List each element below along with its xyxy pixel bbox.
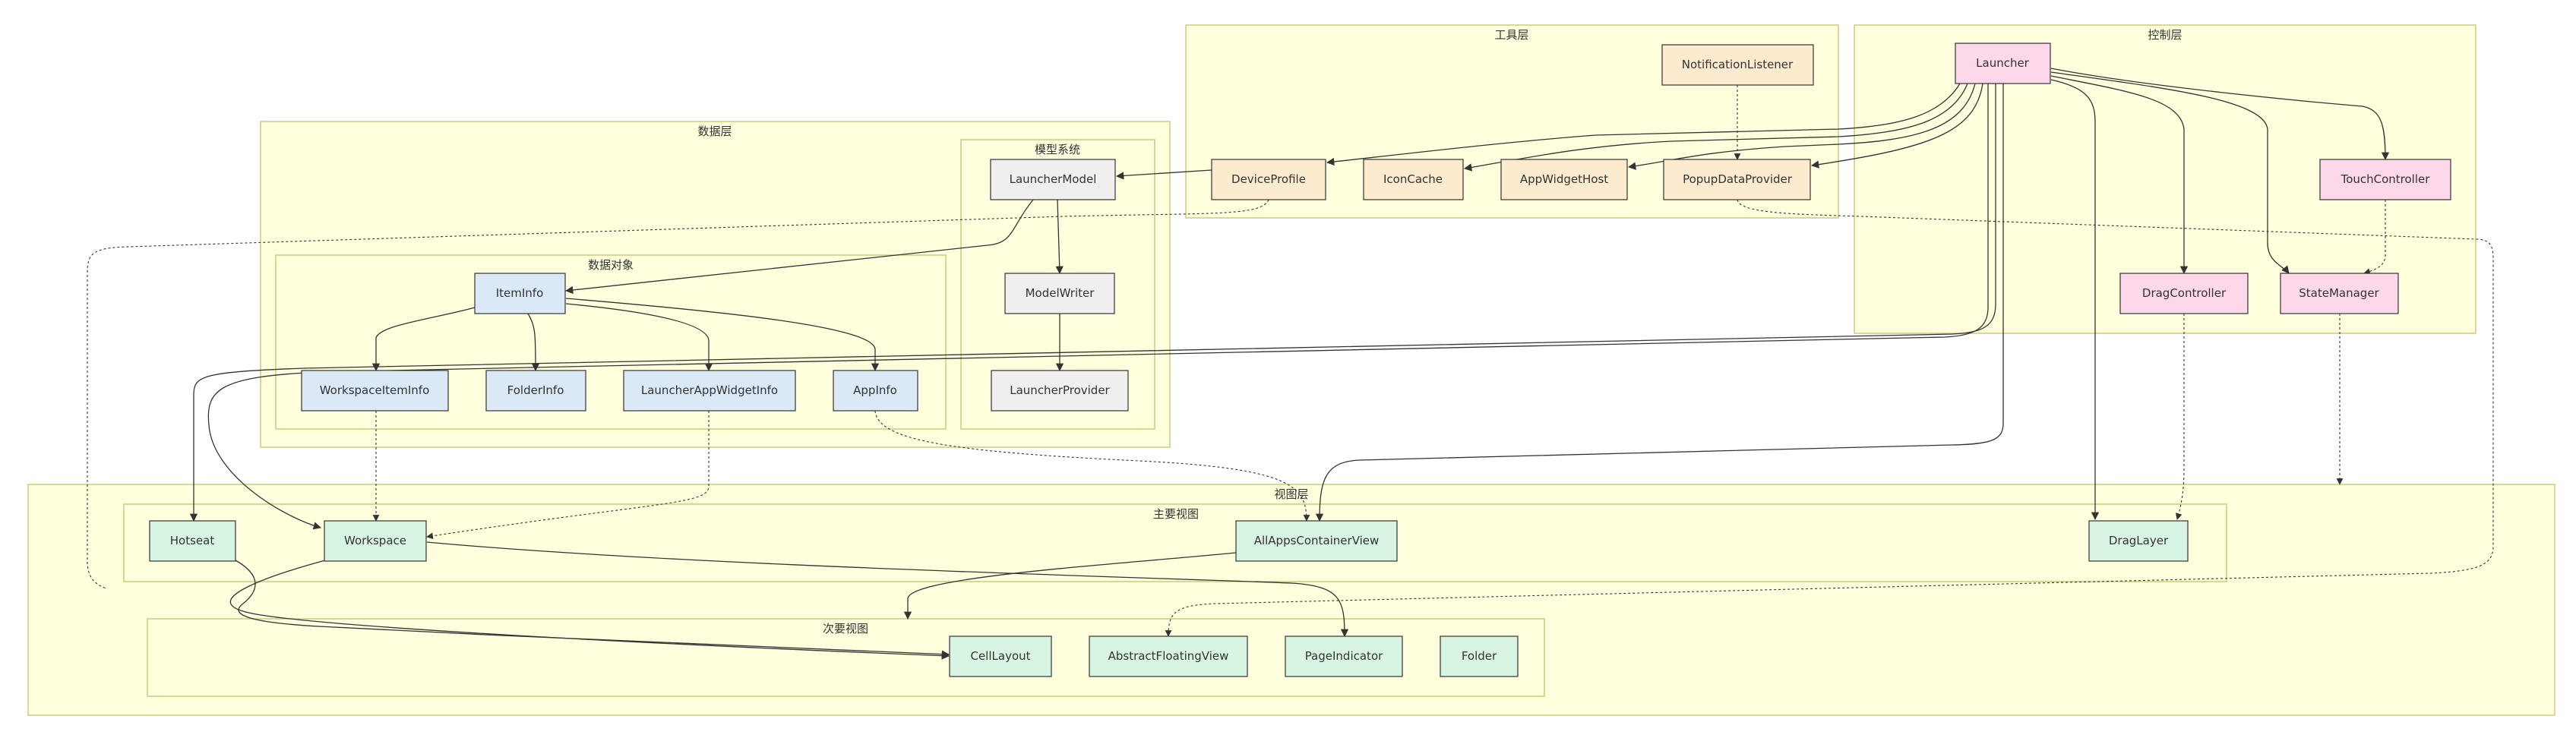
edge-deviceprofile-launchermodel	[1115, 169, 1212, 180]
node-launcher-model[interactable]: LauncherModel	[990, 159, 1116, 200]
group-label-control-layer: 控制层	[2148, 28, 2182, 42]
edge-touchcontroller-statemanager	[2363, 200, 2386, 275]
edge-launcherappwidgetinfo-workspace	[426, 411, 710, 540]
node-label-model-writer: ModelWriter	[1026, 286, 1095, 300]
node-item-info[interactable]: ItemInfo	[474, 273, 566, 314]
node-notification-listener[interactable]: NotificationListener	[1661, 44, 1814, 86]
node-label-drag-controller: DragController	[2142, 286, 2227, 300]
edge-iteminfo-folderinfo	[527, 313, 540, 372]
node-icon-cache[interactable]: IconCache	[1363, 159, 1464, 200]
node-label-popup-data-provider: PopupDataProvider	[1683, 172, 1793, 186]
edge-workspace-pageindicator	[426, 541, 1349, 638]
node-app-widget-host[interactable]: AppWidgetHost	[1500, 159, 1628, 200]
edge-launcher-statemanager	[2050, 71, 2290, 274]
group-label-secondary-views: 次要视图	[823, 622, 868, 636]
node-hotseat[interactable]: Hotseat	[149, 520, 236, 562]
edge-launcher-deviceprofile	[1326, 83, 1961, 166]
group-label-data-objects: 数据对象	[588, 258, 634, 272]
edge-workspace-celllayout	[229, 560, 950, 660]
node-drag-layer[interactable]: DragLayer	[2088, 520, 2189, 562]
node-folder[interactable]: Folder	[1440, 636, 1519, 677]
node-label-touch-controller: TouchController	[2341, 172, 2431, 186]
edge-launcher-allappscontainerview	[1315, 84, 2004, 522]
edge-launcher-draglayer	[2050, 79, 2100, 521]
node-folder-info[interactable]: FolderInfo	[485, 370, 586, 412]
group-label-view-layer: 视图层	[1274, 487, 1308, 501]
node-label-device-profile: DeviceProfile	[1231, 172, 1306, 186]
node-label-page-indicator: PageIndicator	[1305, 649, 1383, 663]
node-label-launcher: Launcher	[1976, 56, 2030, 70]
node-label-hotseat: Hotseat	[170, 534, 215, 547]
node-popup-data-provider[interactable]: PopupDataProvider	[1663, 159, 1811, 200]
group-label-tool-layer: 工具层	[1494, 28, 1528, 42]
group-label-data-layer: 数据层	[697, 125, 732, 138]
node-label-icon-cache: IconCache	[1383, 172, 1443, 186]
node-label-folder-info: FolderInfo	[507, 383, 564, 397]
node-label-workspace-item-info: WorkspaceItemInfo	[320, 383, 430, 397]
node-launcher-app-widget-info[interactable]: LauncherAppWidgetInfo	[623, 370, 796, 412]
node-state-manager[interactable]: StateManager	[2280, 273, 2399, 314]
node-label-folder: Folder	[1462, 649, 1497, 663]
node-workspace-item-info[interactable]: WorkspaceItemInfo	[301, 370, 449, 412]
node-drag-controller[interactable]: DragController	[2119, 273, 2249, 314]
node-all-apps-container-view[interactable]: AllAppsContainerView	[1235, 520, 1398, 562]
edge-launcher-dragcontroller	[2050, 75, 2189, 275]
edge-appinfo-allappscontainerview	[874, 410, 1310, 522]
node-label-state-manager: StateManager	[2299, 286, 2379, 300]
node-label-workspace: Workspace	[344, 534, 406, 547]
node-label-app-widget-host: AppWidgetHost	[1520, 172, 1608, 186]
node-label-item-info: ItemInfo	[496, 286, 544, 300]
edge-dragcontroller-draglayer	[2175, 314, 2185, 520]
node-launcher-provider[interactable]: LauncherProvider	[991, 370, 1129, 412]
node-label-launcher-provider: LauncherProvider	[1010, 383, 1110, 397]
node-launcher[interactable]: Launcher	[1955, 43, 2051, 84]
group-label-main-views: 主要视图	[1153, 507, 1199, 521]
node-label-cell-layout: CellLayout	[970, 649, 1030, 663]
edge-popupdataprovider-abstractfloatingview	[1165, 199, 2494, 637]
node-label-launcher-app-widget-info: LauncherAppWidgetInfo	[641, 383, 778, 397]
edge-deviceprofile-views	[87, 199, 1269, 589]
node-label-drag-layer: DragLayer	[2109, 534, 2169, 547]
node-label-all-apps-container-view: AllAppsContainerView	[1254, 534, 1380, 547]
edges	[87, 68, 2494, 660]
edge-launcher-touchcontroller	[2050, 68, 2390, 161]
group-label-model-system: 模型系统	[1035, 143, 1080, 156]
edge-hotseat-celllayout	[235, 560, 950, 658]
node-touch-controller[interactable]: TouchController	[2319, 159, 2451, 200]
edge-launchermodel-iteminfo	[564, 199, 1034, 295]
node-cell-layout[interactable]: CellLayout	[949, 636, 1052, 677]
node-label-app-info: AppInfo	[853, 383, 897, 397]
node-label-abstract-floating-view: AbstractFloatingView	[1108, 649, 1229, 663]
nodes: NotificationListener DeviceProfile IconC…	[149, 43, 2451, 677]
group-main-views: 主要视图	[123, 503, 2227, 582]
node-app-info[interactable]: AppInfo	[833, 370, 918, 412]
node-workspace[interactable]: Workspace	[324, 520, 427, 562]
edge-launchermodel-modelwriter	[1055, 199, 1064, 275]
node-abstract-floating-view[interactable]: AbstractFloatingView	[1089, 636, 1248, 677]
edge-iteminfo-launcherappwidgetinfo	[565, 303, 713, 372]
edge-launcher-popupdataprovider	[1810, 83, 1983, 169]
node-page-indicator[interactable]: PageIndicator	[1285, 636, 1403, 677]
edge-launcher-workspace	[207, 84, 1989, 530]
node-device-profile[interactable]: DeviceProfile	[1211, 159, 1326, 200]
node-label-launcher-model: LauncherModel	[1010, 172, 1097, 186]
edge-iteminfo-workspaceiteminfo	[371, 307, 476, 372]
edge-launcher-hotseat	[189, 84, 1996, 522]
node-model-writer[interactable]: ModelWriter	[1004, 273, 1115, 314]
edge-iteminfo-appinfo	[565, 298, 880, 372]
node-label-notification-listener: NotificationListener	[1682, 58, 1794, 71]
